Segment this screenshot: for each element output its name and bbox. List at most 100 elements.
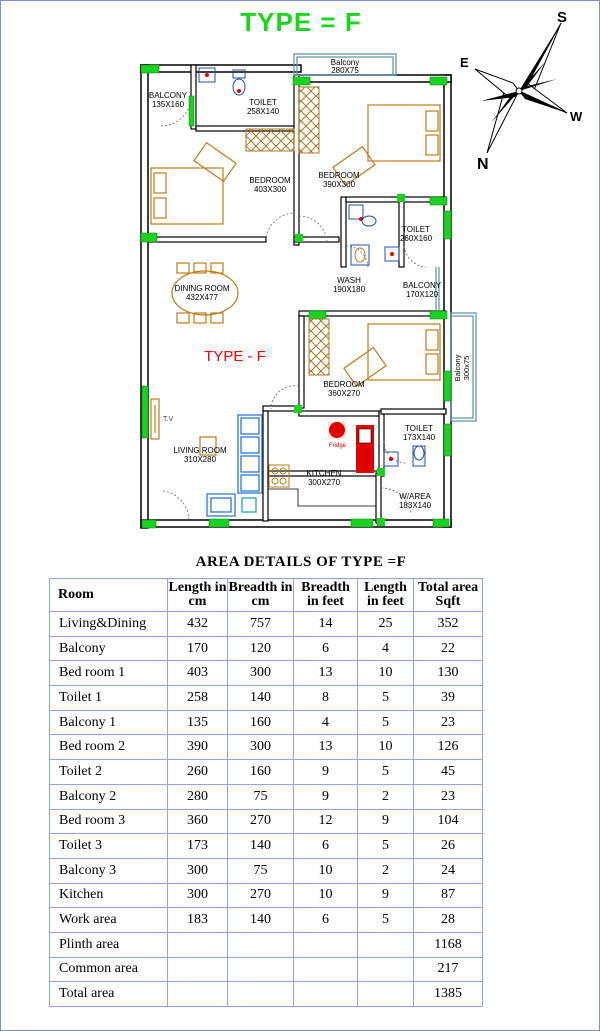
dining-name: DINING ROOM [174,284,229,293]
cell-total-area: 352 [413,611,483,637]
compass-north-label: N [477,156,489,173]
floor-plan: S E W N [140,9,583,529]
bed-3-icon [343,323,441,388]
cell-breadth-cm: 140 [227,833,294,859]
toilet-1-dims: 258X140 [247,107,280,116]
area-details-table: Room Length in cm Breadth in cm Breadth … [49,578,483,1007]
cell-length-feet: 9 [357,882,414,909]
cell-total-area: 1385 [413,981,483,1007]
cell-breadth-feet: 9 [293,759,358,785]
cell-breadth-feet: 9 [293,783,358,810]
corner-windows [294,77,405,526]
tv-label: T.V [163,416,173,423]
cell-length-feet [357,956,414,983]
cell-room: Balcony 2 [49,783,168,810]
bedroom-1-dims: 403X300 [254,185,287,194]
balcony-2-name: BALCONY [403,281,442,290]
cell-length-cm [167,981,228,1007]
cell-length-cm: 300 [167,882,228,909]
cell-room: Common area [49,956,168,983]
header-breadth-feet: Breadth in feet [293,578,358,612]
balcony-side-name: Balcony [453,354,462,381]
balcony-side-dims: 300x75 [462,356,471,381]
cell-breadth-cm: 120 [227,635,294,662]
cell-length-feet: 10 [357,660,414,687]
cell-room: Living&Dining [49,611,168,637]
cell-total-area: 1168 [413,931,483,958]
sofa-icon [237,414,263,494]
toilet-1-name: TOILET [249,98,277,107]
cell-total-area: 87 [413,882,483,909]
cell-length-feet: 5 [357,759,414,785]
area-details-heading: AREA DETAILS OF TYPE =F [195,554,407,570]
kitchen-sink-icon [356,425,374,473]
tv-icon [150,398,160,440]
kitchen-dims: 300X270 [308,478,341,487]
balcony-1-name: BALCONY [149,91,188,100]
balcony-2-rail [435,267,440,313]
toilet-2-dims: 260X160 [400,234,433,243]
cell-length-cm: 300 [167,857,228,884]
cell-total-area: 22 [413,635,483,662]
balcony-top-name: Balcony [331,58,359,67]
compass-south-label: S [557,9,567,26]
cell-length-cm [167,956,228,983]
cell-breadth-cm [227,956,294,983]
cell-total-area: 130 [413,660,483,687]
living-dims: 310X280 [184,455,217,464]
cell-length-cm: 360 [167,808,228,835]
cell-length-feet: 5 [357,907,414,933]
cell-breadth-cm [227,981,294,1007]
wardrobes [245,86,330,376]
cell-length-feet: 4 [357,635,414,662]
compass-west-label: W [570,109,583,124]
wash-dims: 190X180 [333,285,366,294]
fridge-label: Fridge [329,443,347,449]
cell-room: Bed room 1 [49,660,168,687]
toilet-3-name: TOILET [405,424,433,433]
cell-breadth-cm: 757 [227,611,294,637]
cell-room: Balcony 3 [49,857,168,884]
cell-breadth-cm: 300 [227,660,294,687]
cell-room: Kitchen [49,882,168,909]
fridge-icon [328,421,346,439]
bedroom-2-name: BEDROOM [318,171,360,180]
cell-length-cm: 403 [167,660,228,687]
toilet-fixtures [198,67,426,467]
plan-type-label: TYPE - F [204,348,266,365]
cell-length-feet: 9 [357,808,414,835]
cell-total-area: 39 [413,685,483,711]
cell-total-area: 23 [413,709,483,736]
cell-total-area: 126 [413,734,483,761]
bedroom-1-name: BEDROOM [249,176,291,185]
cell-breadth-cm: 140 [227,685,294,711]
cell-room: Work area [49,907,168,933]
stove-icon [268,464,290,488]
balcony-1-dims: 135X160 [152,100,185,109]
cell-room: Bed room 3 [49,808,168,835]
side-tables [199,436,257,513]
cell-breadth-feet: 14 [293,611,358,637]
cell-breadth-feet: 8 [293,685,358,711]
cell-room: Bed room 2 [49,734,168,761]
cell-length-cm: 260 [167,759,228,785]
cell-breadth-cm: 75 [227,857,294,884]
wash-name: WASH [337,276,361,285]
header-breadth-cm: Breadth in cm [227,578,294,612]
cell-breadth-cm [227,931,294,958]
cell-breadth-cm: 160 [227,759,294,785]
cell-length-cm: 258 [167,685,228,711]
cell-length-feet: 10 [357,734,414,761]
kitchen-name: KITCHEN [306,469,341,478]
cell-breadth-cm: 75 [227,783,294,810]
balcony-top-dims: 280X75 [331,66,359,75]
door-swings [160,98,427,521]
